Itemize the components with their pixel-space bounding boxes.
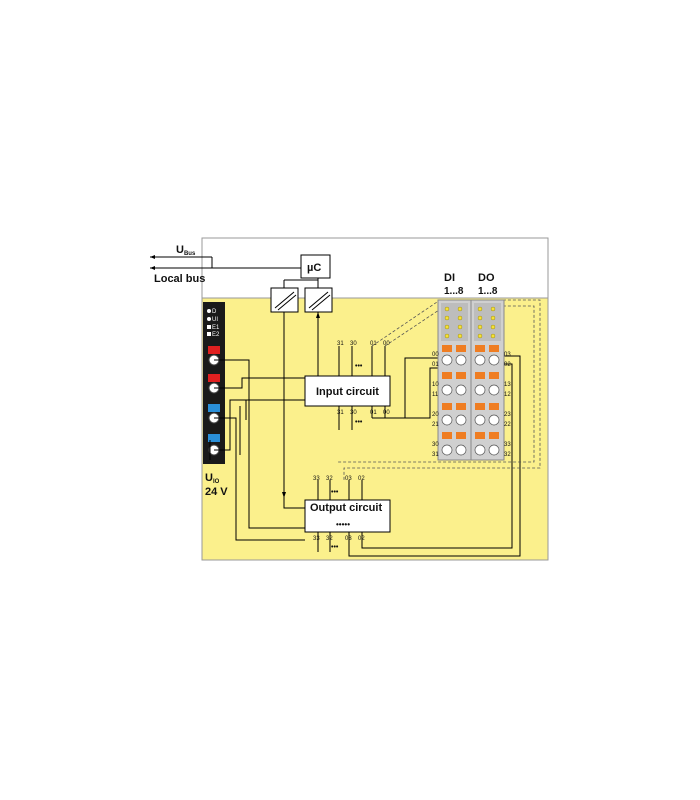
input-circuit-label: Input circuit	[316, 386, 379, 398]
spring-clamps	[442, 345, 499, 439]
output-pin-lines	[317, 355, 521, 557]
output-top-pin-33: 33	[313, 476, 320, 482]
do-terminal-12: 12	[504, 392, 511, 398]
di-range-label: 1...8	[444, 286, 464, 297]
do-terminal-03: 03	[504, 352, 511, 358]
di-terminal-20: 20	[432, 412, 439, 418]
input-pin-lines	[338, 346, 440, 430]
do-terminal-33: 33	[504, 442, 511, 448]
output-bottom-pin-02: 02	[358, 536, 365, 542]
do-terminal-32: 32	[504, 452, 511, 458]
do-label: DO	[478, 272, 495, 284]
di-terminal-21: 21	[432, 422, 439, 428]
terminal-screws	[441, 354, 500, 456]
dashed-links	[338, 299, 541, 480]
led-label-e2: E2	[212, 332, 220, 338]
input-top-pin-01: 01	[370, 341, 377, 347]
output-top-pin-03: 03	[345, 476, 352, 482]
microcontroller-box	[300, 254, 331, 279]
input-top-ellipsis: •••	[355, 363, 363, 370]
output-dots: •••••	[336, 520, 350, 529]
input-top-pin-30: 30	[350, 341, 357, 347]
output-circuit-box	[304, 499, 391, 533]
output-top-pin-32: 32	[326, 476, 333, 482]
local-bus-label: Local bus	[154, 273, 205, 285]
voltage-label: 24 V	[205, 486, 228, 498]
output-bottom-pin-03: 03	[345, 536, 352, 542]
input-top-pin-00: 00	[383, 341, 390, 347]
output-bottom-pin-32: 32	[326, 536, 333, 542]
uc-label: µC	[307, 262, 321, 274]
do-terminal-23: 23	[504, 412, 511, 418]
output-circuit-label: Output circuit	[310, 502, 382, 514]
output-bottom-ellipsis: •••	[331, 544, 339, 551]
di-label: DI	[444, 272, 455, 284]
do-terminal-13: 13	[504, 382, 511, 388]
di-terminal-31: 31	[432, 452, 439, 458]
input-bottom-pin-00: 00	[383, 410, 390, 416]
output-top-ellipsis: •••	[331, 489, 339, 496]
input-bottom-pin-30: 30	[350, 410, 357, 416]
di-terminal-11: 11	[432, 392, 439, 398]
di-terminal-30: 30	[432, 442, 439, 448]
power-terminals	[208, 346, 220, 456]
output-bottom-pin-33: 33	[313, 536, 320, 542]
input-bottom-pin-01: 01	[370, 410, 377, 416]
input-top-pin-31: 31	[337, 341, 344, 347]
di-terminal-00: 00	[432, 352, 439, 358]
led-label-e1: E1	[212, 325, 220, 331]
input-bottom-ellipsis: •••	[355, 419, 363, 426]
power-wiring	[209, 312, 330, 541]
input-bottom-pin-31: 31	[337, 410, 344, 416]
u-bus-label: UBus	[176, 244, 196, 257]
di-terminal-01: 01	[432, 362, 439, 368]
do-range-label: 1...8	[478, 286, 498, 297]
led-label-d: D	[212, 309, 217, 315]
do-leds	[477, 306, 496, 339]
u-io-label: UIO	[205, 472, 220, 485]
status-leds	[207, 309, 211, 336]
di-leds	[444, 306, 463, 339]
output-top-pin-02: 02	[358, 476, 365, 482]
di-terminal-10: 10	[432, 382, 439, 388]
input-circuit-box	[304, 375, 391, 407]
led-label-ui: UI	[212, 317, 218, 323]
do-terminal-22: 22	[504, 422, 511, 428]
do-terminal-02: 02	[504, 362, 511, 368]
